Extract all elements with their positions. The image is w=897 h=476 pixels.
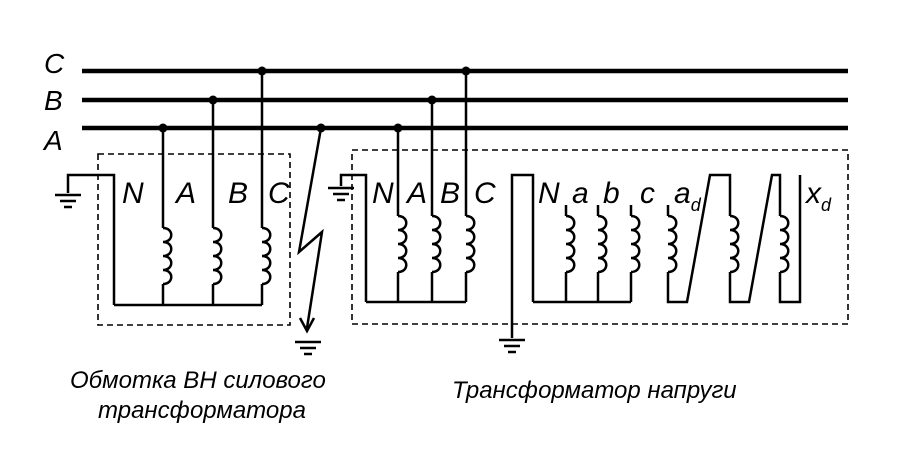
power-transformer-dashed-enclosure	[97, 153, 291, 326]
voltage-transformer: N A B C N a b c ad xd	[326, 66, 849, 354]
bus-b-label: B	[44, 85, 63, 116]
voltage-transformer-secondary-ground-symbol	[497, 338, 527, 354]
power-transformer-terminal-n: N	[122, 177, 144, 210]
voltage-transformer-secondary-coil-a	[564, 214, 576, 274]
voltage-transformer-primary-coil-c	[464, 214, 476, 274]
power-transformer-coil-a	[161, 226, 173, 286]
voltage-transformer-primary-terminal-b: B	[440, 177, 460, 210]
voltage-transformer-primary-terminal-c: C	[474, 177, 496, 210]
power-transformer-caption-line1: Обмотка ВН силового	[70, 367, 326, 394]
voltage-transformer-primary-ground-lead	[339, 173, 368, 302]
open-delta-link-1	[666, 173, 732, 304]
voltage-transformer-primary-coil-a	[396, 214, 408, 274]
junction-dot	[316, 123, 326, 133]
power-transformer-terminal-a: A	[174, 177, 196, 210]
junction-dot	[461, 66, 471, 76]
open-delta-terminal-a: ad	[674, 177, 702, 215]
junction-dot	[257, 66, 267, 76]
open-delta-end-lead	[778, 175, 802, 304]
junction-dot	[393, 123, 403, 133]
voltage-transformer-secondary-ground-lead	[510, 173, 535, 338]
open-delta-coil-2	[728, 214, 740, 274]
voltage-transformer-secondary-terminal-b: b	[603, 177, 620, 210]
voltage-transformer-secondary-terminal-c: c	[640, 177, 655, 210]
bus-a-label: A	[42, 125, 63, 156]
voltage-transformer-primary-coil-b	[430, 214, 442, 274]
voltage-transformer-secondary-terminal-n: N	[538, 177, 560, 210]
open-delta-link-2	[728, 173, 782, 304]
voltage-transformer-caption: Трансформатор напруги	[452, 377, 737, 404]
power-transformer-ground-lead	[66, 173, 116, 305]
voltage-transformer-secondary-terminal-a: a	[572, 177, 589, 210]
voltage-transformer-dashed-enclosure	[351, 149, 849, 325]
fault-lightning-arrow	[297, 127, 324, 329]
junction-dot	[158, 123, 168, 133]
voltage-transformer-primary-terminal-n: N	[372, 177, 394, 210]
voltage-transformer-primary-ground-symbol	[326, 186, 356, 202]
open-delta-coil-3	[778, 214, 790, 274]
power-transformer-hv-winding: N A B C	[53, 66, 291, 326]
open-delta-terminal-x: xd	[804, 177, 832, 215]
open-delta-coil-1	[666, 214, 678, 274]
power-transformer-coil-c	[260, 226, 272, 286]
phase-a-ground-fault	[293, 123, 326, 356]
voltage-transformer-secondary-coil-c	[629, 214, 641, 274]
junction-dot	[427, 95, 437, 105]
power-transformer-terminal-c: C	[268, 177, 290, 210]
voltage-transformer-primary-terminal-a: A	[405, 177, 427, 210]
fault-ground-symbol	[293, 340, 323, 356]
voltage-transformer-secondary-coil-b	[596, 214, 608, 274]
bus-c-label: C	[44, 48, 65, 79]
power-transformer-ground-symbol	[53, 193, 83, 209]
junction-dot	[208, 95, 218, 105]
power-transformer-caption-line2: трансформатора	[98, 397, 306, 424]
power-transformer-coil-b	[211, 226, 223, 286]
fault-arrow-head	[298, 317, 316, 334]
power-transformer-terminal-b: B	[228, 177, 248, 210]
